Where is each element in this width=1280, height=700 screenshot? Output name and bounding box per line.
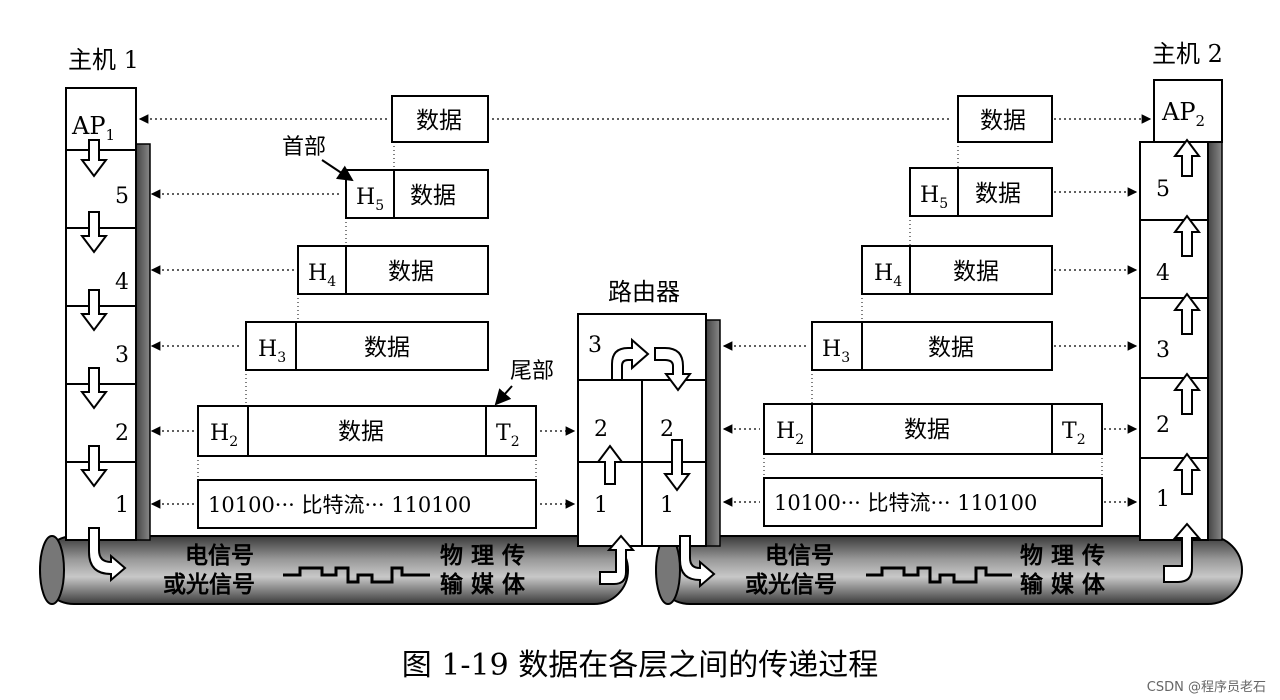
left-h3-letter: H xyxy=(258,337,277,362)
signal-waveform-left xyxy=(283,566,430,584)
right-data-l3: 数据 xyxy=(928,335,974,361)
right-h2-letter: H xyxy=(776,419,795,444)
left-data-l2: 数据 xyxy=(338,419,384,445)
host2-layer-1: 1 xyxy=(1156,487,1170,512)
router-right-layer-2: 2 xyxy=(660,417,674,442)
host2-layer-3: 3 xyxy=(1156,338,1170,363)
host1-layer-3: 3 xyxy=(115,343,129,368)
right-h3-subscript: 3 xyxy=(841,350,850,366)
physical-medium-label-line1: 物 理 传 xyxy=(440,542,525,569)
left-h4: H4 xyxy=(308,261,336,290)
host1-stack xyxy=(65,87,151,541)
router-right-layer-1: 1 xyxy=(660,493,674,518)
right-h3-letter: H xyxy=(822,337,841,362)
left-h4-subscript: 4 xyxy=(327,274,336,290)
left-data-l5: 数据 xyxy=(410,183,456,209)
left-h5-subscript: 5 xyxy=(375,198,384,214)
right-h3: H3 xyxy=(822,337,850,366)
left-t2-letter: T xyxy=(496,421,511,446)
peer-arrows-right xyxy=(722,114,1152,507)
right-h2: H2 xyxy=(776,419,804,448)
pdu-right-dotted-guides xyxy=(763,142,1103,478)
router-flow-arrows xyxy=(596,337,716,589)
peer-arrows-left xyxy=(138,114,952,509)
router-layer-3: 3 xyxy=(588,333,602,358)
watermark: CSDN @程序员老石 xyxy=(1146,680,1266,695)
left-h2: H2 xyxy=(210,421,238,450)
host1-layer-4: 4 xyxy=(115,270,129,295)
transmission-medium-left xyxy=(39,535,629,605)
host2-ap-subscript: 2 xyxy=(1195,112,1205,130)
left-t2-subscript: 2 xyxy=(511,434,520,450)
pdu-left-dotted-guides xyxy=(197,142,537,480)
right-data-l5: 数据 xyxy=(975,181,1021,207)
transmission-medium-right xyxy=(655,535,1243,605)
layer-transfer-diagram: 电信号 或光信号 物 理 传 输 媒 体 电信号 或光信号 物 理 传 输 媒 … xyxy=(39,40,1243,605)
router-box xyxy=(577,313,721,547)
router-title: 路由器 xyxy=(608,278,680,306)
right-t2: T2 xyxy=(1062,419,1086,448)
host1-down-arrows xyxy=(80,139,127,583)
left-data-l5-top: 数据 xyxy=(416,108,462,134)
physical-medium-label-line1-right: 物 理 传 xyxy=(1020,542,1105,569)
signal-label-line2: 或光信号 xyxy=(163,571,255,598)
figure-caption: 图 1-19 数据在各层之间的传递过程 xyxy=(401,648,879,683)
right-t2-letter: T xyxy=(1062,419,1077,444)
left-h3-subscript: 3 xyxy=(277,350,286,366)
host2-layer-4: 4 xyxy=(1156,261,1170,286)
right-h4-letter: H xyxy=(874,261,893,286)
right-data-l5-top: 数据 xyxy=(980,108,1026,134)
header-label: 首部 xyxy=(282,135,326,160)
right-t2-subscript: 2 xyxy=(1077,432,1086,448)
host1-title: 主机 1 xyxy=(68,46,139,74)
right-data-l2: 数据 xyxy=(904,417,950,443)
left-bitstream: 10100··· 比特流··· 110100 xyxy=(208,493,471,517)
left-t2: T2 xyxy=(496,421,520,450)
host1-ap-text: AP xyxy=(71,112,105,140)
signal-label-line2-right: 或光信号 xyxy=(745,571,837,598)
router-left-layer-2: 2 xyxy=(594,417,608,442)
host1-layer-1: 1 xyxy=(115,493,129,518)
trailer-label: 尾部 xyxy=(510,359,554,384)
signal-label-line1: 电信号 xyxy=(185,542,254,569)
pdu-left-group xyxy=(197,95,537,529)
right-h4-subscript: 4 xyxy=(893,274,902,290)
right-h5-subscript: 5 xyxy=(939,196,948,212)
host2-title: 主机 2 xyxy=(1152,40,1223,68)
right-bitstream: 10100··· 比特流··· 110100 xyxy=(774,491,1037,515)
host2-layer-5: 5 xyxy=(1156,177,1170,202)
right-h4: H4 xyxy=(874,261,902,290)
host1-ap-subscript: 1 xyxy=(105,126,115,144)
host2-up-arrows xyxy=(1163,138,1202,583)
host2-ap-text: AP xyxy=(1161,98,1195,126)
physical-medium-label-line2-right: 输 媒 体 xyxy=(1020,571,1106,598)
host1-ap-label: AP1 xyxy=(71,112,115,144)
left-h3: H3 xyxy=(258,337,286,366)
left-h2-subscript: 2 xyxy=(229,434,238,450)
header-pointer xyxy=(321,159,354,182)
right-h2-subscript: 2 xyxy=(795,432,804,448)
host1-layer-2: 2 xyxy=(115,421,129,446)
host2-layer-2: 2 xyxy=(1156,413,1170,438)
physical-medium-label-line2: 输 媒 体 xyxy=(440,571,526,598)
left-h5-letter: H xyxy=(356,185,375,210)
right-h5-letter: H xyxy=(920,183,939,208)
signal-waveform-right xyxy=(866,566,1012,584)
trailer-pointer xyxy=(494,385,513,406)
router-left-layer-1: 1 xyxy=(594,493,608,518)
signal-label-line1-right: 电信号 xyxy=(765,542,834,569)
left-h5: H5 xyxy=(356,185,384,214)
left-h2-letter: H xyxy=(210,421,229,446)
right-h5: H5 xyxy=(920,183,948,212)
right-data-l4: 数据 xyxy=(953,259,999,285)
host2-ap-label: AP2 xyxy=(1161,98,1205,130)
left-data-l4: 数据 xyxy=(388,259,434,285)
pdu-right-group xyxy=(763,95,1103,527)
host1-layer-5: 5 xyxy=(115,184,129,209)
left-data-l3: 数据 xyxy=(364,335,410,361)
left-h4-letter: H xyxy=(308,261,327,286)
